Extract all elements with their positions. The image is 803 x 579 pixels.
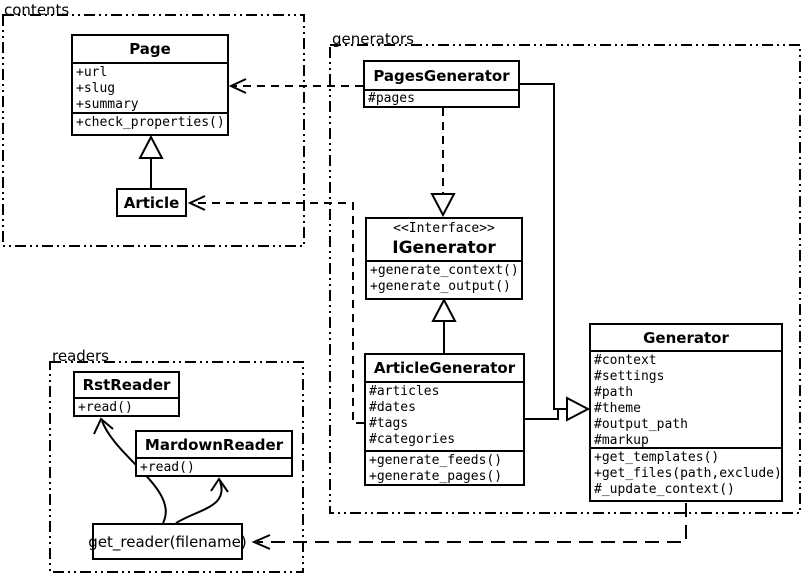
class-articlegenerator: ArticleGenerator #articles #dates #tags … [364,353,525,486]
attribute: +summary [76,97,139,112]
attribute: #path [594,385,634,400]
dependency-line-generator-to-getreader [257,503,687,543]
inheritance-line-pagesgenerator-to-generator [520,83,567,410]
dependency-arrowhead-generator-to-getreader [251,534,271,550]
call-arrowhead-getreader-to-markdownreader [210,477,229,493]
attribute: #context [594,353,657,368]
method: #_update_context() [594,482,735,497]
attribute: #tags [369,416,409,431]
class-title-igenerator: IGenerator [392,238,496,258]
methods-section: +check_properties() [73,114,227,134]
methods-section: +generate_feeds() +generate_pages() [366,452,523,484]
attributes-section: #articles #dates #tags #categories [366,383,523,452]
class-pagesgenerator: PagesGenerator #pages [363,60,520,108]
class-title-rstreader: RstReader [75,373,178,399]
method: +generate_output() [370,279,511,294]
class-title-articlegenerator: ArticleGenerator [366,355,523,383]
class-title-pagesgenerator: PagesGenerator [365,62,518,91]
methods-section: +read() [137,459,291,475]
inheritance-line-articlegenerator-to-generator [525,409,559,420]
attribute: #settings [594,369,665,384]
attribute: #markup [594,433,649,448]
attribute: #pages [368,91,415,106]
dependency-arrowhead-pagesgenerator-to-page [228,78,247,94]
package-border-readers [49,361,304,573]
package-label-contents: contents [4,1,70,19]
class-page: Page +url +slug +summary +check_properti… [71,34,229,136]
method: +read() [78,400,133,415]
class-generator: Generator #context #settings #path #them… [589,323,783,502]
package-border-contents [2,14,305,247]
method: +get_files(path,exclude) [594,466,781,481]
attribute: #dates [369,400,416,415]
node-label-getreader: get_reader(filename) [88,532,247,551]
attribute: +url [76,65,108,80]
class-title-markdownreader: MardownReader [137,432,291,459]
methods-section: +generate_context() +generate_output() [367,262,521,298]
class-title-generator: Generator [591,325,781,352]
dependency-line-articlegenerator-to-article [193,202,364,424]
class-rstreader: RstReader +read() [73,371,180,417]
class-markdownreader: MardownReader +read() [135,430,293,477]
attribute: #articles [369,384,440,399]
realization-triangle-pagesgenerator-to-igenerator [430,193,456,218]
package-border-generators [329,44,801,514]
method: +check_properties() [76,115,225,130]
dependency-arrowhead-articlegenerator-to-article [187,195,206,211]
attributes-section: #pages [365,91,518,106]
attribute: #categories [369,432,456,447]
attributes-section: #context #settings #path #theme #output_… [591,352,781,449]
method: +generate_feeds() [369,453,503,468]
package-label-readers: readers [52,347,109,365]
package-label-generators: generators [332,30,414,48]
method: +generate_context() [370,263,519,278]
attribute: +slug [76,81,116,96]
call-arrowhead-getreader-to-rstreader [93,417,114,435]
methods-section: +read() [75,399,178,415]
class-igenerator: <<Interface>> IGenerator +generate_conte… [365,217,523,300]
attribute: #theme [594,401,641,416]
attributes-section: +url +slug +summary [73,64,227,114]
title-section: <<Interface>> IGenerator [367,219,521,262]
class-title-page: Page [73,36,227,64]
inheritance-triangle-articlegenerator-to-igenerator [431,297,457,322]
method: +read() [140,460,195,475]
inheritance-triangle-to-generator [566,396,591,422]
stereotype-label: <<Interface>> [393,221,495,236]
call-curve-getreader-to-markdownreader [175,480,223,524]
class-title-article: Article [123,193,180,212]
node-getreader: get_reader(filename) [88,523,247,560]
class-article: Article [116,188,187,217]
inheritance-triangle-article-to-page [138,134,164,159]
methods-section: +get_templates() +get_files(path,exclude… [591,449,781,500]
attribute: #output_path [594,417,688,432]
method: +get_templates() [594,450,720,465]
method: +generate_pages() [369,469,503,484]
